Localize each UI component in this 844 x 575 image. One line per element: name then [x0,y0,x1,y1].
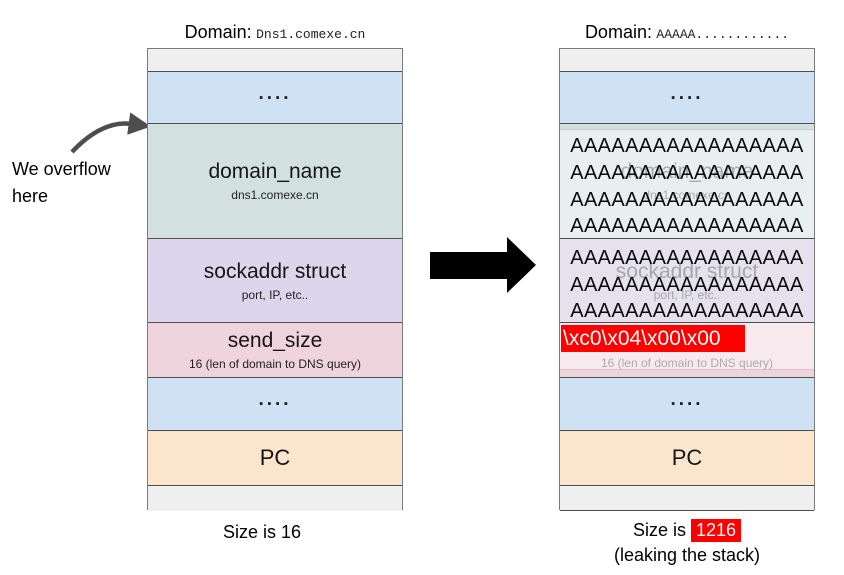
overflow-a-row: AAAAAAAAAAAAAAAAA [570,162,804,184]
ghost-segment-title: domain_name [620,160,754,183]
segment-pc: PC [148,431,402,486]
stack-upper-ellipsis: .... [560,72,814,124]
size-caption-after: Size is 1216 [559,519,815,542]
overflow-a-row: AAAAAAAAAAAAAAAAA [570,247,804,269]
transform-arrow-icon [507,237,536,293]
segment-subtitle: dns1.comexe.cn [231,188,319,202]
overflow-a-row: AAAAAAAAAAAAAAAAA [570,300,804,322]
ellipsis-text: .... [670,82,704,104]
segment-subtitle: port, IP, etc.. [241,287,309,302]
original-color-strip [560,124,814,130]
segment-domain-name: domain_name dns1.comexe.cn [148,124,402,239]
domain-value-after: AAAAA............ [656,27,790,42]
segment-subtitle: 16 (len of domain to DNS query) [188,357,362,371]
ghost-segment-subtitle: 16 (len of domain to DNS query) [600,356,774,370]
segment-title: send_size [227,329,323,352]
overflow-annotation: We overflow here [12,159,111,206]
stack-after: .... domain_name dns1.comexe.cn sockaddr… [559,48,815,511]
size-caption-before: Size is 16 [222,522,302,542]
ghost-segment-subtitle: dns1.comexe.cn [643,188,731,202]
stack-bottom-spacer [148,486,402,511]
domain-label: Domain: [184,22,252,42]
transform-arrow-shaft [430,252,507,279]
ellipsis-text: .... [258,82,292,104]
overflow-curved-arrow-icon [70,112,151,154]
payload-bytes-badge: \xc0\x04\x00\x00 [561,325,745,352]
segment-domain-name-overwritten: domain_name dns1.comexe.cn [560,124,814,239]
overflow-a-row: AAAAAAAAAAAAAAAAA [570,135,804,157]
ghost-segment-title: sockaddr struct [615,259,759,283]
overflow-a-row: AAAAAAAAAAAAAAAAA [570,274,804,296]
segment-sockaddr: sockaddr struct port, IP, etc.. [148,239,402,323]
domain-label: Domain: [584,22,652,42]
stack-bottom-spacer [560,486,814,511]
segment-pc: PC [560,431,814,486]
segment-sockaddr-overwritten: sockaddr struct port, IP, etc.. [560,239,814,323]
size-caption-text: Size is [632,520,686,540]
segment-send-size: send_size 16 (len of domain to DNS query… [148,323,402,378]
ellipsis-text: .... [258,389,292,410]
overflow-a-row: AAAAAAAAAAAAAAAAA [570,215,804,237]
ellipsis-text: .... [670,389,704,410]
segment-title: PC [259,445,291,470]
original-color-strip [560,369,814,377]
leaked-size-badge: 1216 [690,519,742,542]
stack-top-spacer [148,49,402,72]
stack-lower-ellipsis: .... [148,378,402,431]
stack-upper-ellipsis: .... [148,72,402,124]
overflow-a-row: AAAAAAAAAAAAAAAAA [570,189,804,211]
domain-title-before: Domain: Dns1.comexe.cn [147,22,403,43]
segment-title: PC [671,445,703,470]
leak-note: (leaking the stack) [613,545,761,565]
segment-title: sockaddr struct [203,259,347,283]
domain-title-after: Domain: AAAAA............ [559,22,815,43]
stack-top-spacer [560,49,814,72]
segment-title: domain_name [208,160,342,183]
segment-send-size-overwritten: \xc0\x04\x00\x00 16 (len of domain to DN… [560,323,814,378]
stack-before: .... domain_name dns1.comexe.cn sockaddr… [147,48,403,511]
stack-lower-ellipsis: .... [560,378,814,431]
domain-value-before: Dns1.comexe.cn [256,27,366,42]
ghost-segment-subtitle: port, IP, etc.. [653,287,721,302]
